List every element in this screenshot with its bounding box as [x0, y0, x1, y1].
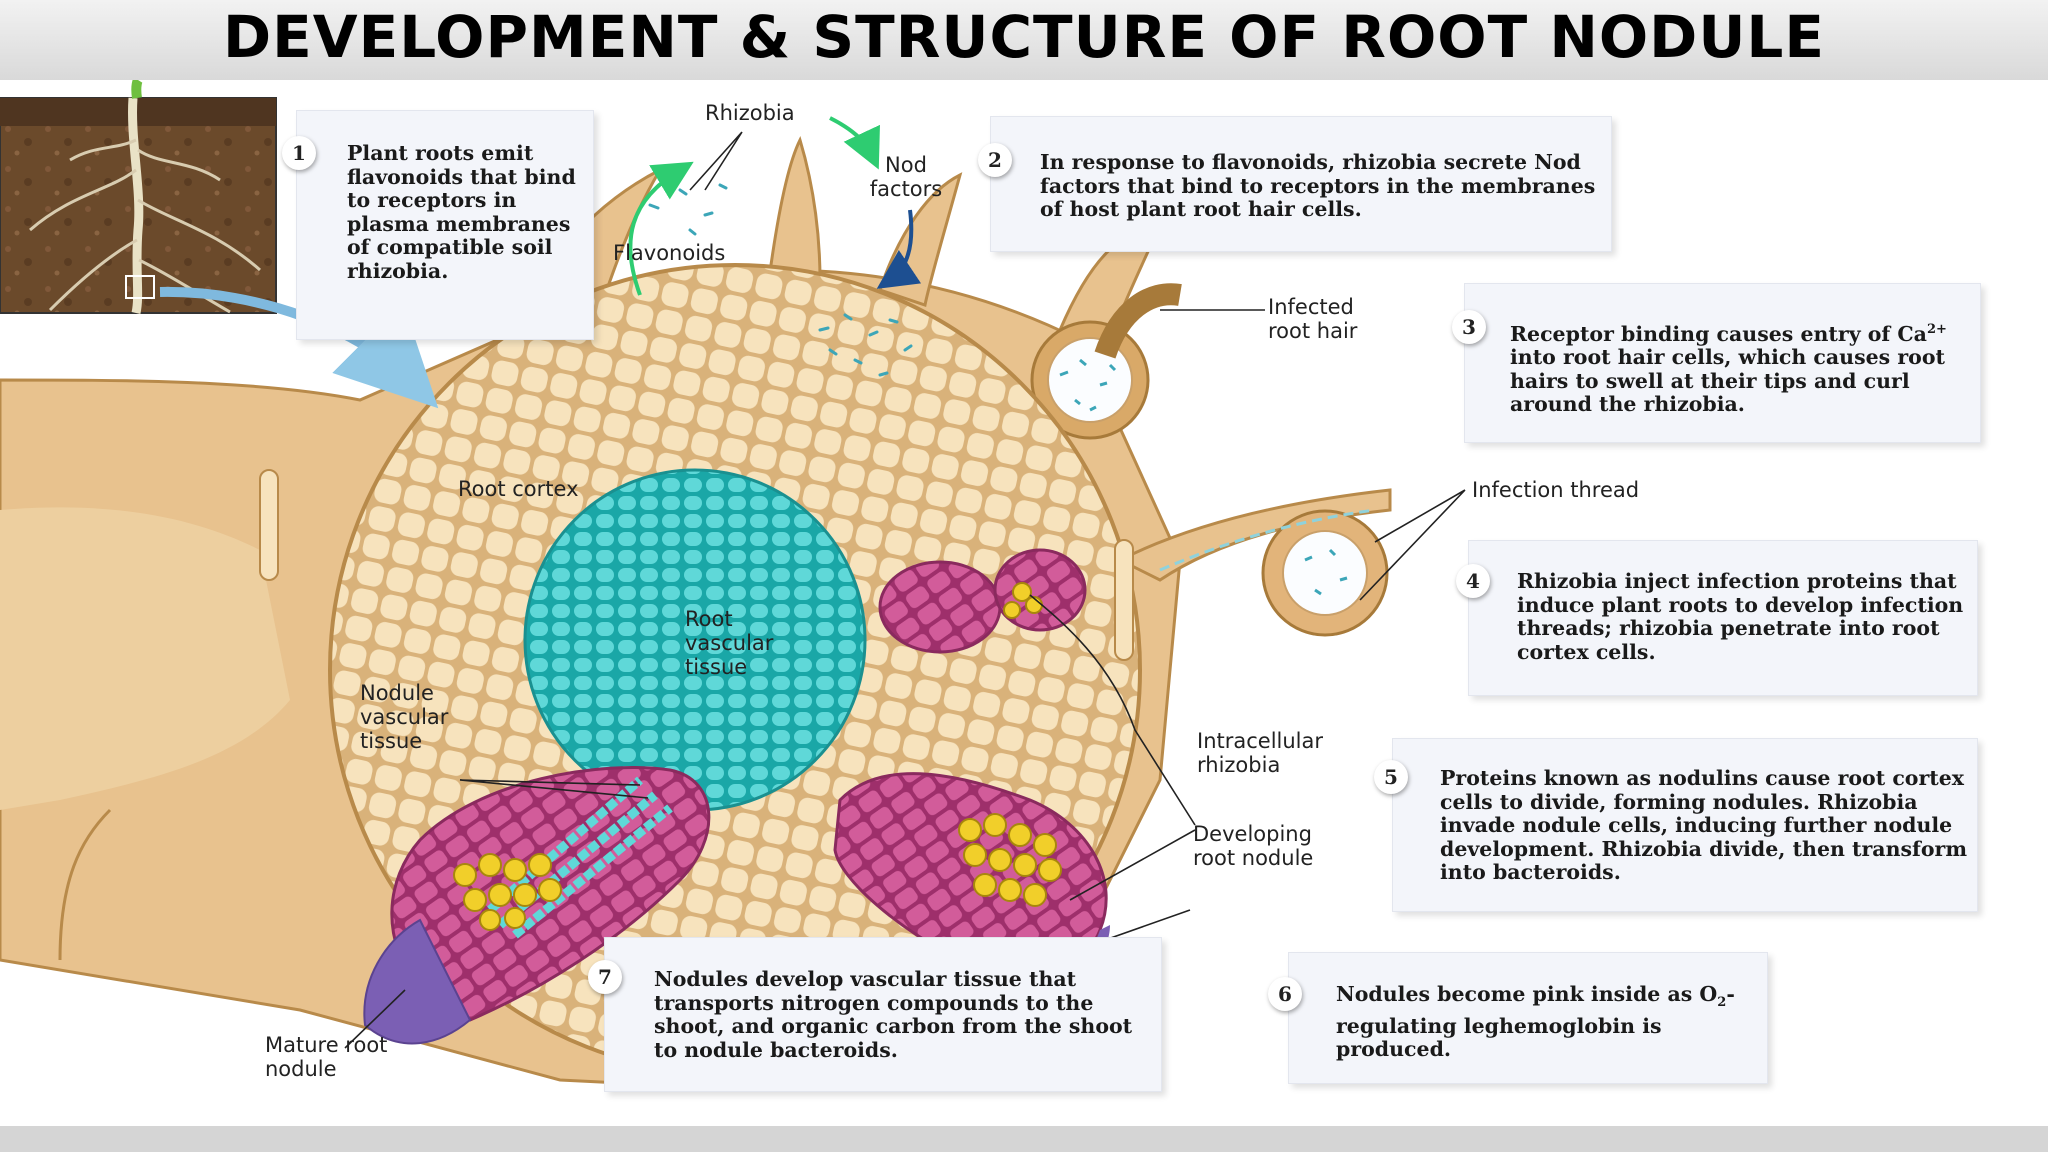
root-nodule-diagram — [0, 80, 1466, 1092]
page-title: DEVELOPMENT & STRUCTURE OF ROOT NODULE — [223, 3, 1825, 71]
label-nodule-vascular-tissue: Nodule vascular tissue — [360, 681, 449, 753]
infection-thread-hair — [1116, 488, 1392, 637]
step-2-number: 2 — [978, 143, 1012, 177]
label-rhizobia: Rhizobia — [705, 101, 795, 125]
step-1-text: Plant roots emit flavonoids that bind to… — [347, 141, 576, 283]
step-3-text-before: Receptor binding causes entry of Ca — [1510, 321, 1927, 346]
label-infected-root-hair: Infected root hair — [1268, 295, 1358, 343]
label-developing-root-nodule: Developing root nodule — [1193, 822, 1314, 870]
step-4-number: 4 — [1456, 564, 1490, 598]
step-2-box — [990, 116, 1612, 252]
step-5-text: Proteins known as nodulins cause root co… — [1440, 766, 1968, 884]
step-6-text-after: -regulating leghemoglobin is produced. — [1336, 982, 1735, 1062]
step-2-text: In response to flavonoids, rhizobia secr… — [1040, 150, 1596, 221]
step-4-text: Rhizobia inject infection proteins that … — [1517, 569, 1964, 664]
step-5-number: 5 — [1374, 760, 1408, 794]
step-6-subscript: 2 — [1717, 995, 1727, 1011]
nod-factor-arrow — [829, 116, 880, 170]
label-mature-root-nodule: Mature root nodule — [265, 1033, 388, 1081]
step-4-box — [1468, 540, 1978, 696]
early-nodule — [878, 548, 1087, 654]
step-6-box — [1288, 952, 1768, 1084]
step-3-box — [1464, 283, 1981, 443]
label-flavonoids: Flavonoids — [613, 241, 726, 265]
step-3-number: 3 — [1452, 310, 1486, 344]
soil-inset — [0, 80, 277, 314]
step-3-text: Receptor binding causes entry of Ca2+ in… — [1510, 318, 1970, 417]
flavonoid-arrow — [628, 161, 694, 296]
infected-root-hair — [1030, 283, 1182, 440]
step-7-box — [604, 937, 1162, 1092]
step-6-text-before: Nodules become pink inside as O — [1336, 982, 1718, 1006]
step-3-superscript: 2+ — [1926, 322, 1947, 337]
step-3-text-after: into root hair cells, which causes root … — [1510, 345, 1945, 417]
label-root-vascular-tissue: Root vascular tissue — [685, 607, 774, 679]
step-6-number: 6 — [1268, 977, 1302, 1011]
nod-factor-down-arrow — [876, 209, 922, 289]
step-1-number: 1 — [282, 136, 316, 170]
step-7-number: 7 — [588, 960, 622, 994]
label-root-cortex: Root cortex — [458, 477, 579, 501]
label-nod-factors: Nod factors — [869, 153, 943, 201]
step-1-box — [296, 110, 594, 340]
title-bar — [0, 0, 2048, 80]
label-infection-thread: Infection thread — [1472, 478, 1640, 502]
step-5-box — [1392, 738, 1978, 912]
mature-root-nodule — [363, 766, 711, 1045]
step-7-text: Nodules develop vascular tissue that tra… — [654, 967, 1133, 1062]
label-intracellular-rhizobia: Intracellular rhizobia — [1197, 729, 1324, 777]
leader-lines — [344, 131, 1466, 1049]
footer-bar — [0, 1126, 2048, 1152]
developing-root-nodule — [833, 772, 1110, 990]
step-6-text: Nodules become pink inside as O2-regulat… — [1336, 982, 1756, 1062]
